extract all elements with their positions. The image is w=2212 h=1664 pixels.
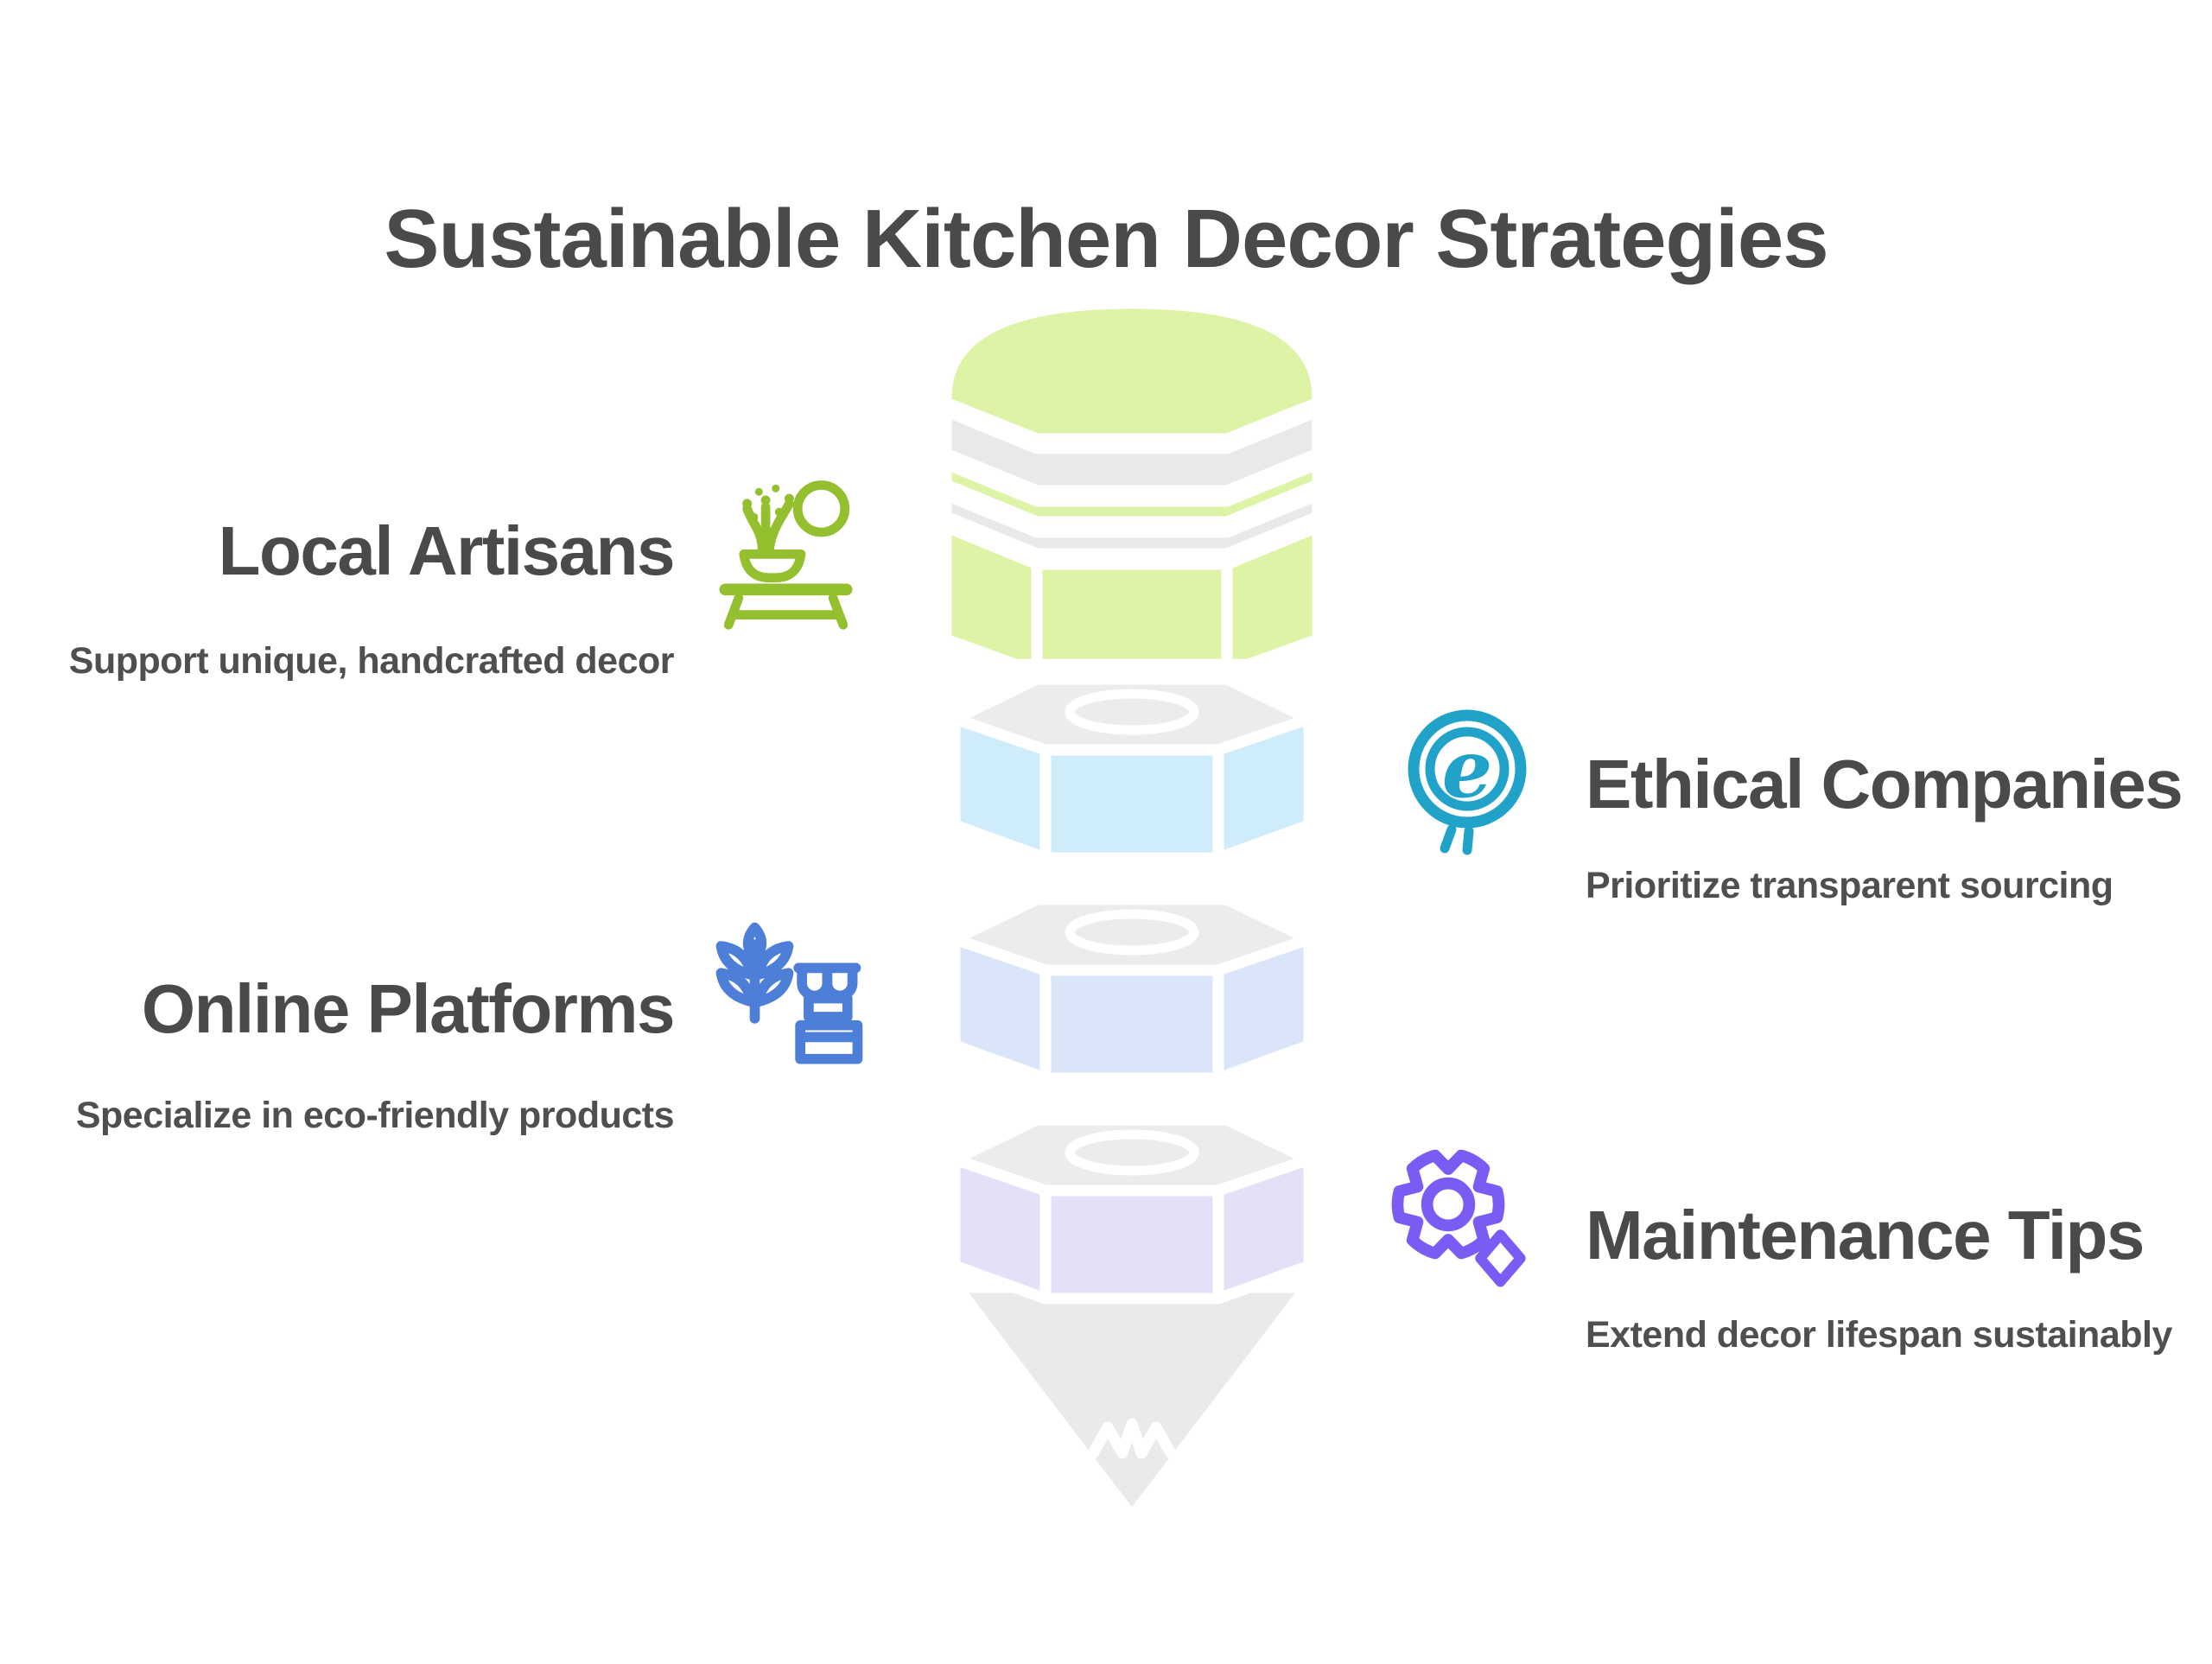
funnel-tip-zigzag: [1087, 1418, 1177, 1459]
funnel-cone-tip: [951, 1281, 1313, 1522]
funnel-layer-ethical-companies: [949, 673, 1315, 864]
svg-text:e: e: [1442, 722, 1493, 816]
heading-online-platforms: Online Platforms: [141, 970, 676, 1047]
page-title: Sustainable Kitchen Decor Strategies: [384, 193, 1828, 286]
funnel-illustration: [940, 297, 1324, 1522]
description-maintenance-tips: Extend decor lifespan sustainably: [1586, 1314, 2172, 1356]
heading-ethical-companies: Ethical Companies: [1586, 746, 2183, 822]
funnel-layer-local-artisans: [940, 297, 1324, 670]
gear-with-sparkle-icon: [1381, 1137, 1549, 1305]
funnel-layer-online-platforms: [949, 893, 1315, 1084]
funnel-layer-maintenance-tips: [949, 1114, 1315, 1305]
plant-on-table-with-mirror-icon: [702, 467, 870, 635]
heading-local-artisans: Local Artisans: [218, 512, 676, 589]
e-certification-badge-icon: e: [1381, 689, 1554, 862]
heading-maintenance-tips: Maintenance Tips: [1586, 1197, 2145, 1273]
description-local-artisans: Support unique, handcrafted decor: [68, 640, 675, 682]
description-ethical-companies: Prioritize transparent sourcing: [1586, 865, 2113, 906]
wheat-and-storefront-icon: [704, 914, 873, 1083]
description-online-platforms: Specialize in eco-friendly products: [75, 1095, 675, 1136]
